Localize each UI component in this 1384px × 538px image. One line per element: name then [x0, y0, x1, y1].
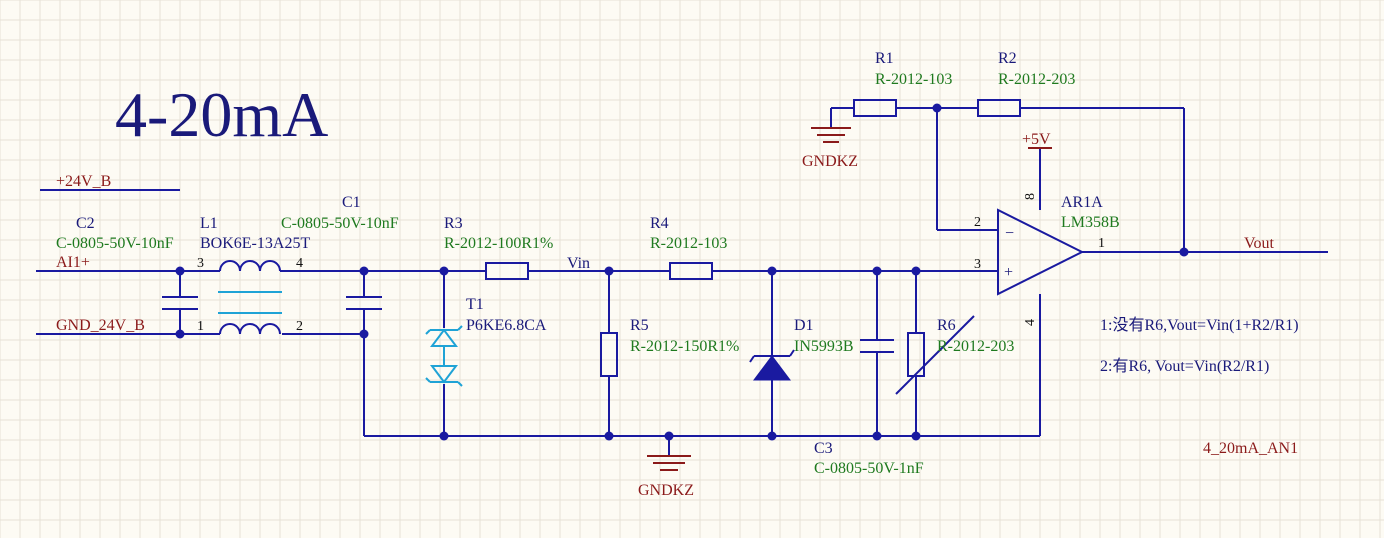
r1-value: R-2012-103: [875, 71, 952, 88]
l1-pin-2: 2: [296, 319, 303, 334]
capacitor-c1[interactable]: [346, 296, 382, 310]
zener-d1[interactable]: [749, 349, 795, 381]
d1-value: IN5993B: [794, 338, 854, 355]
opamp-minus: −: [1005, 225, 1014, 242]
d1-ref: D1: [794, 317, 814, 334]
r6-value: R-2012-203: [937, 338, 1014, 355]
net-label-ai1: AI1+: [56, 254, 90, 271]
opamp-ar1a[interactable]: [997, 208, 1085, 296]
ar1a-ref: AR1A: [1061, 194, 1103, 211]
r4-value: R-2012-103: [650, 235, 727, 252]
ar1a-value: LM358B: [1061, 214, 1120, 231]
r3-ref: R3: [444, 215, 463, 232]
r2-ref: R2: [998, 50, 1017, 67]
opamp-plus: +: [1004, 264, 1013, 281]
note-formula-1: 1:没有R6,Vout=Vin(1+R2/R1): [1100, 316, 1299, 334]
note-formula-2: 2:有R6, Vout=Vin(R2/R1): [1100, 357, 1269, 375]
gnd-symbol-bottom[interactable]: [647, 455, 691, 471]
t1-value: P6KE6.8CA: [466, 317, 547, 334]
r3-value: R-2012-100R1%: [444, 235, 553, 252]
resistor-r6[interactable]: [895, 315, 975, 395]
c1-value: C-0805-50V-10nF: [281, 215, 399, 232]
c1-ref: C1: [342, 194, 361, 211]
opamp-pin-2: 2: [974, 215, 981, 230]
opamp-pin-1: 1: [1098, 236, 1105, 251]
net-label-gnd24: GND_24V_B: [56, 317, 145, 334]
opamp-pin-8: 8: [1023, 193, 1038, 200]
r2-value: R-2012-203: [998, 71, 1075, 88]
gndkz-label-top: GNDKZ: [802, 153, 858, 170]
r5-value: R-2012-150R1%: [630, 338, 739, 355]
l1-pin-1: 1: [197, 319, 204, 334]
net-label-5v: +5V: [1022, 131, 1051, 148]
capacitor-c3[interactable]: [860, 339, 894, 353]
opamp-pin-3: 3: [974, 257, 981, 272]
c2-ref: C2: [76, 215, 95, 232]
c3-value: C-0805-50V-1nF: [814, 460, 924, 477]
net-label-vin: Vin: [567, 255, 590, 272]
tvs-t1[interactable]: [425, 325, 463, 387]
resistor-r4[interactable]: [669, 262, 713, 280]
capacitor-c2[interactable]: [162, 296, 198, 310]
gndkz-label-bottom: GNDKZ: [638, 482, 694, 499]
resistor-r3[interactable]: [485, 262, 529, 280]
resistor-r2[interactable]: [977, 99, 1021, 117]
schematic-title: 4-20mA: [115, 79, 328, 150]
r4-ref: R4: [650, 215, 669, 232]
opamp-pin-4: 4: [1023, 319, 1038, 326]
resistor-r1[interactable]: [853, 99, 897, 117]
c3-ref: C3: [814, 440, 833, 457]
junctions: [175, 103, 1189, 441]
l1-pin-4: 4: [296, 256, 303, 271]
sheet-name: 4_20mA_AN1: [1203, 440, 1298, 457]
c2-value: C-0805-50V-10nF: [56, 235, 174, 252]
l1-value: BOK6E-13A25T: [200, 235, 310, 252]
gnd-symbol-top[interactable]: [811, 127, 851, 143]
resistor-r5[interactable]: [600, 332, 618, 377]
r1-ref: R1: [875, 50, 894, 67]
net-24v-line[interactable]: +24V_B: [40, 173, 180, 191]
net-label-vout: Vout: [1244, 235, 1274, 252]
l1-pin-3: 3: [197, 256, 204, 271]
r5-ref: R5: [630, 317, 649, 334]
net-label-24v: +24V_B: [56, 173, 111, 190]
inductor-l1[interactable]: [218, 260, 282, 335]
r6-ref: R6: [937, 317, 956, 334]
l1-ref: L1: [200, 215, 218, 232]
t1-ref: T1: [466, 296, 484, 313]
